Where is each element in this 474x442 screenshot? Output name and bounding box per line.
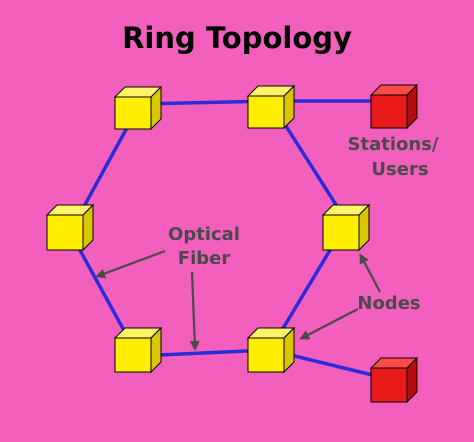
arrow-fiber-to-left-link [95, 249, 166, 279]
station-bottom [369, 356, 419, 404]
label-optical: Optical [168, 224, 240, 245]
station-top [369, 83, 419, 130]
diagram-title: Ring Topology [122, 21, 352, 55]
arrow-fiber-to-bottom-link [189, 271, 200, 351]
label-users: Users [371, 159, 428, 180]
label-fiber: Fiber [178, 248, 231, 269]
label-nodes: Nodes [357, 293, 420, 314]
node-top-left [113, 85, 163, 131]
label-stations: Stations/ [348, 134, 439, 155]
node-bottom-right [246, 326, 296, 374]
annotation-arrows [95, 249, 381, 351]
arrow-nodes-to-right-node [359, 253, 381, 293]
node-right [321, 203, 371, 252]
node-bottom-left [113, 326, 163, 374]
node-left [45, 203, 95, 252]
arrow-nodes-to-bottom-node [299, 308, 359, 340]
node-top-right [246, 84, 296, 130]
